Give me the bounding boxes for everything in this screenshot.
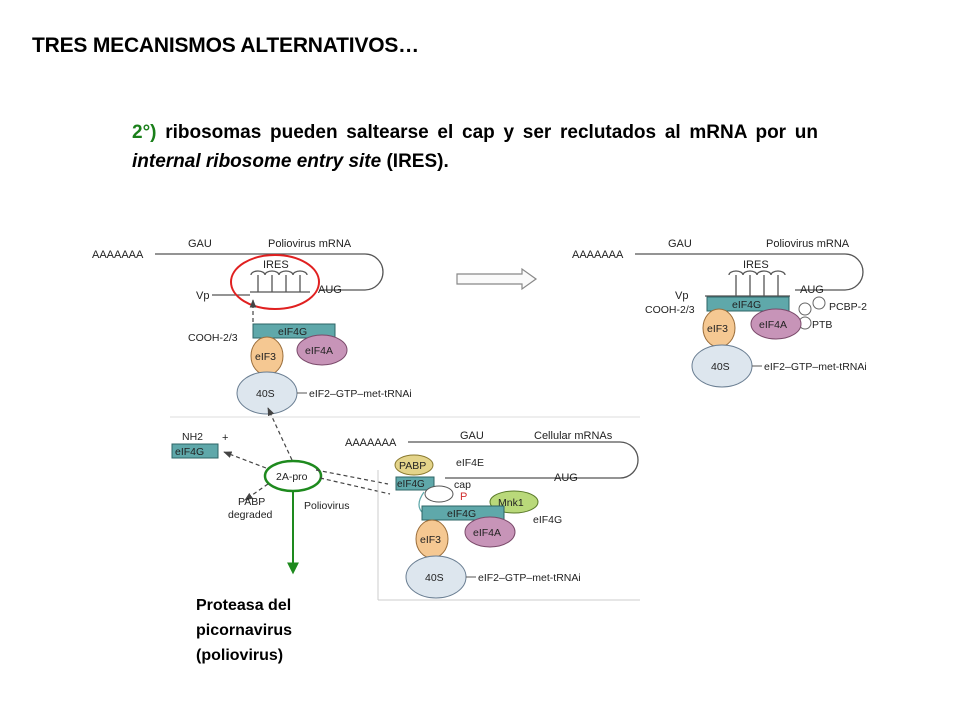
eif4g-small-box [395, 476, 435, 491]
polio-mrna-label: Poliovirus mRNA [268, 238, 352, 250]
eif3-label-3: eIF3 [420, 534, 441, 546]
cleavage-arrow [223, 451, 267, 469]
pro2a-to-ribosome-arrow [267, 407, 293, 461]
eif3-label: eIF3 [255, 351, 276, 363]
plus-sign: + [222, 432, 228, 444]
slide-paragraph: 2°) ribosomas pueden saltearse el cap y … [132, 118, 818, 176]
gau-label: GAU [188, 238, 212, 250]
polio-mrna-strand-2 [635, 253, 864, 291]
ptb-label: PTB [812, 319, 832, 331]
ires-label-2: IRES [743, 259, 769, 271]
eif4g-box-3 [421, 505, 505, 521]
cellular-mrna-strand [408, 441, 639, 479]
aug-label-3: AUG [554, 472, 578, 484]
paragraph-text-1: ribosomas pueden saltearse el cap y ser … [156, 122, 818, 143]
caption-line-1: Proteasa del [196, 597, 292, 614]
eif3-label-2: eIF3 [707, 323, 728, 335]
pcbp2-circle [812, 296, 826, 310]
panel-top-right: AAAAAAA GAU Poliovirus mRNA IRES AUG Vp … [572, 238, 867, 388]
ires-highlight-circle [230, 254, 320, 310]
pro2a-label: 2A-pro [276, 471, 308, 483]
eif4e-shape [424, 485, 454, 503]
transition-arrow [456, 267, 538, 291]
ternary-label-2: eIF2–GTP–met-tRNAi [764, 361, 867, 373]
polya-label-2: AAAAAAA [572, 249, 624, 261]
paragraph-number: 2°) [132, 122, 157, 143]
ternary-label: eIF2–GTP–met-tRNAi [309, 388, 412, 400]
eif4g-side-label: eIF4G [533, 514, 562, 526]
ires-label: IRES [263, 259, 289, 271]
polio-mrna-label-2: Poliovirus mRNA [766, 238, 850, 250]
panel-protease: NH2 + eIF4G 2A-pro PABP degraded Poliovi… [171, 407, 391, 575]
pabp-degraded-label-1: PABP [238, 496, 265, 508]
pabp-degraded-label-2: degraded [228, 509, 273, 521]
pabp-shape [394, 454, 434, 476]
panel-cellular: AAAAAAA GAU Cellular mRNAs AUG PABP eIF4… [345, 430, 639, 599]
panel-top-left: AAAAAAA GAU Poliovirus mRNA IRES AUG Vp … [92, 238, 412, 415]
polya-label-3: AAAAAAA [345, 437, 397, 449]
eif4a-shape-2 [750, 308, 802, 340]
slide-title: TRES MECANISMOS ALTERNATIVOS… [32, 34, 419, 57]
eif4g-label-2: eIF4G [732, 299, 761, 311]
vp-label-2: Vp [675, 290, 688, 302]
eif4e-label: eIF4E [456, 457, 484, 469]
nh2-label: NH2 [182, 431, 203, 443]
40s-label-3: 40S [425, 572, 444, 584]
eif4a-label-2: eIF4A [759, 319, 787, 331]
cap-label: cap [454, 479, 471, 491]
aug-label-2: AUG [800, 284, 824, 296]
ptb-circle-1 [798, 302, 812, 316]
40s-label: 40S [256, 388, 275, 400]
pro2a-to-cell-line-2 [315, 469, 389, 485]
protease-caption: Proteasa del picornavirus (poliovirus) [196, 593, 292, 668]
ires-hairpins-2 [705, 270, 790, 297]
eif4g-fragment-box [171, 443, 219, 459]
aug-label: AUG [318, 284, 342, 296]
paragraph-italic: internal ribosome entry site [132, 151, 382, 172]
eif4g-small-label: eIF4G [397, 479, 425, 490]
caption-line-2: picornavirus [196, 622, 293, 639]
cellular-mrna-label: Cellular mRNAs [534, 430, 613, 442]
pro2a-to-cell-line-1 [319, 477, 391, 495]
phospho-label: P [460, 491, 467, 503]
40s-label-2: 40S [711, 361, 730, 373]
eif4a-shape-3 [464, 516, 516, 548]
pabp-label: PABP [399, 460, 426, 472]
pcbp2-label: PCBP-2 [829, 301, 867, 313]
eif4a-label-3: eIF4A [473, 527, 501, 539]
paragraph-text-2: (IRES). [381, 151, 449, 172]
vp-label: Vp [196, 290, 209, 302]
polya-label: AAAAAAA [92, 249, 144, 261]
eif4a-label: eIF4A [305, 345, 333, 357]
eif4g-box-2 [706, 296, 790, 312]
eif4a-shape [296, 334, 348, 366]
gau-label-2: GAU [668, 238, 692, 250]
ires-hairpins [250, 270, 310, 293]
eif4g-label: eIF4G [278, 326, 307, 338]
eif4g-label-3: eIF4G [447, 508, 476, 520]
eif4g-box [252, 323, 336, 339]
ternary-label-3: eIF2–GTP–met-tRNAi [478, 572, 581, 584]
gau-label-3: GAU [460, 430, 484, 442]
cooh-label-2: COOH-2/3 [645, 304, 695, 316]
poliovirus-label: Poliovirus [304, 500, 350, 512]
cooh-label: COOH-2/3 [188, 332, 238, 344]
eif4g-fragment-label: eIF4G [175, 446, 204, 458]
caption-line-3: (poliovirus) [196, 647, 284, 664]
pabp-degrade-arrow [244, 483, 269, 501]
polio-mrna-strand [155, 253, 384, 291]
